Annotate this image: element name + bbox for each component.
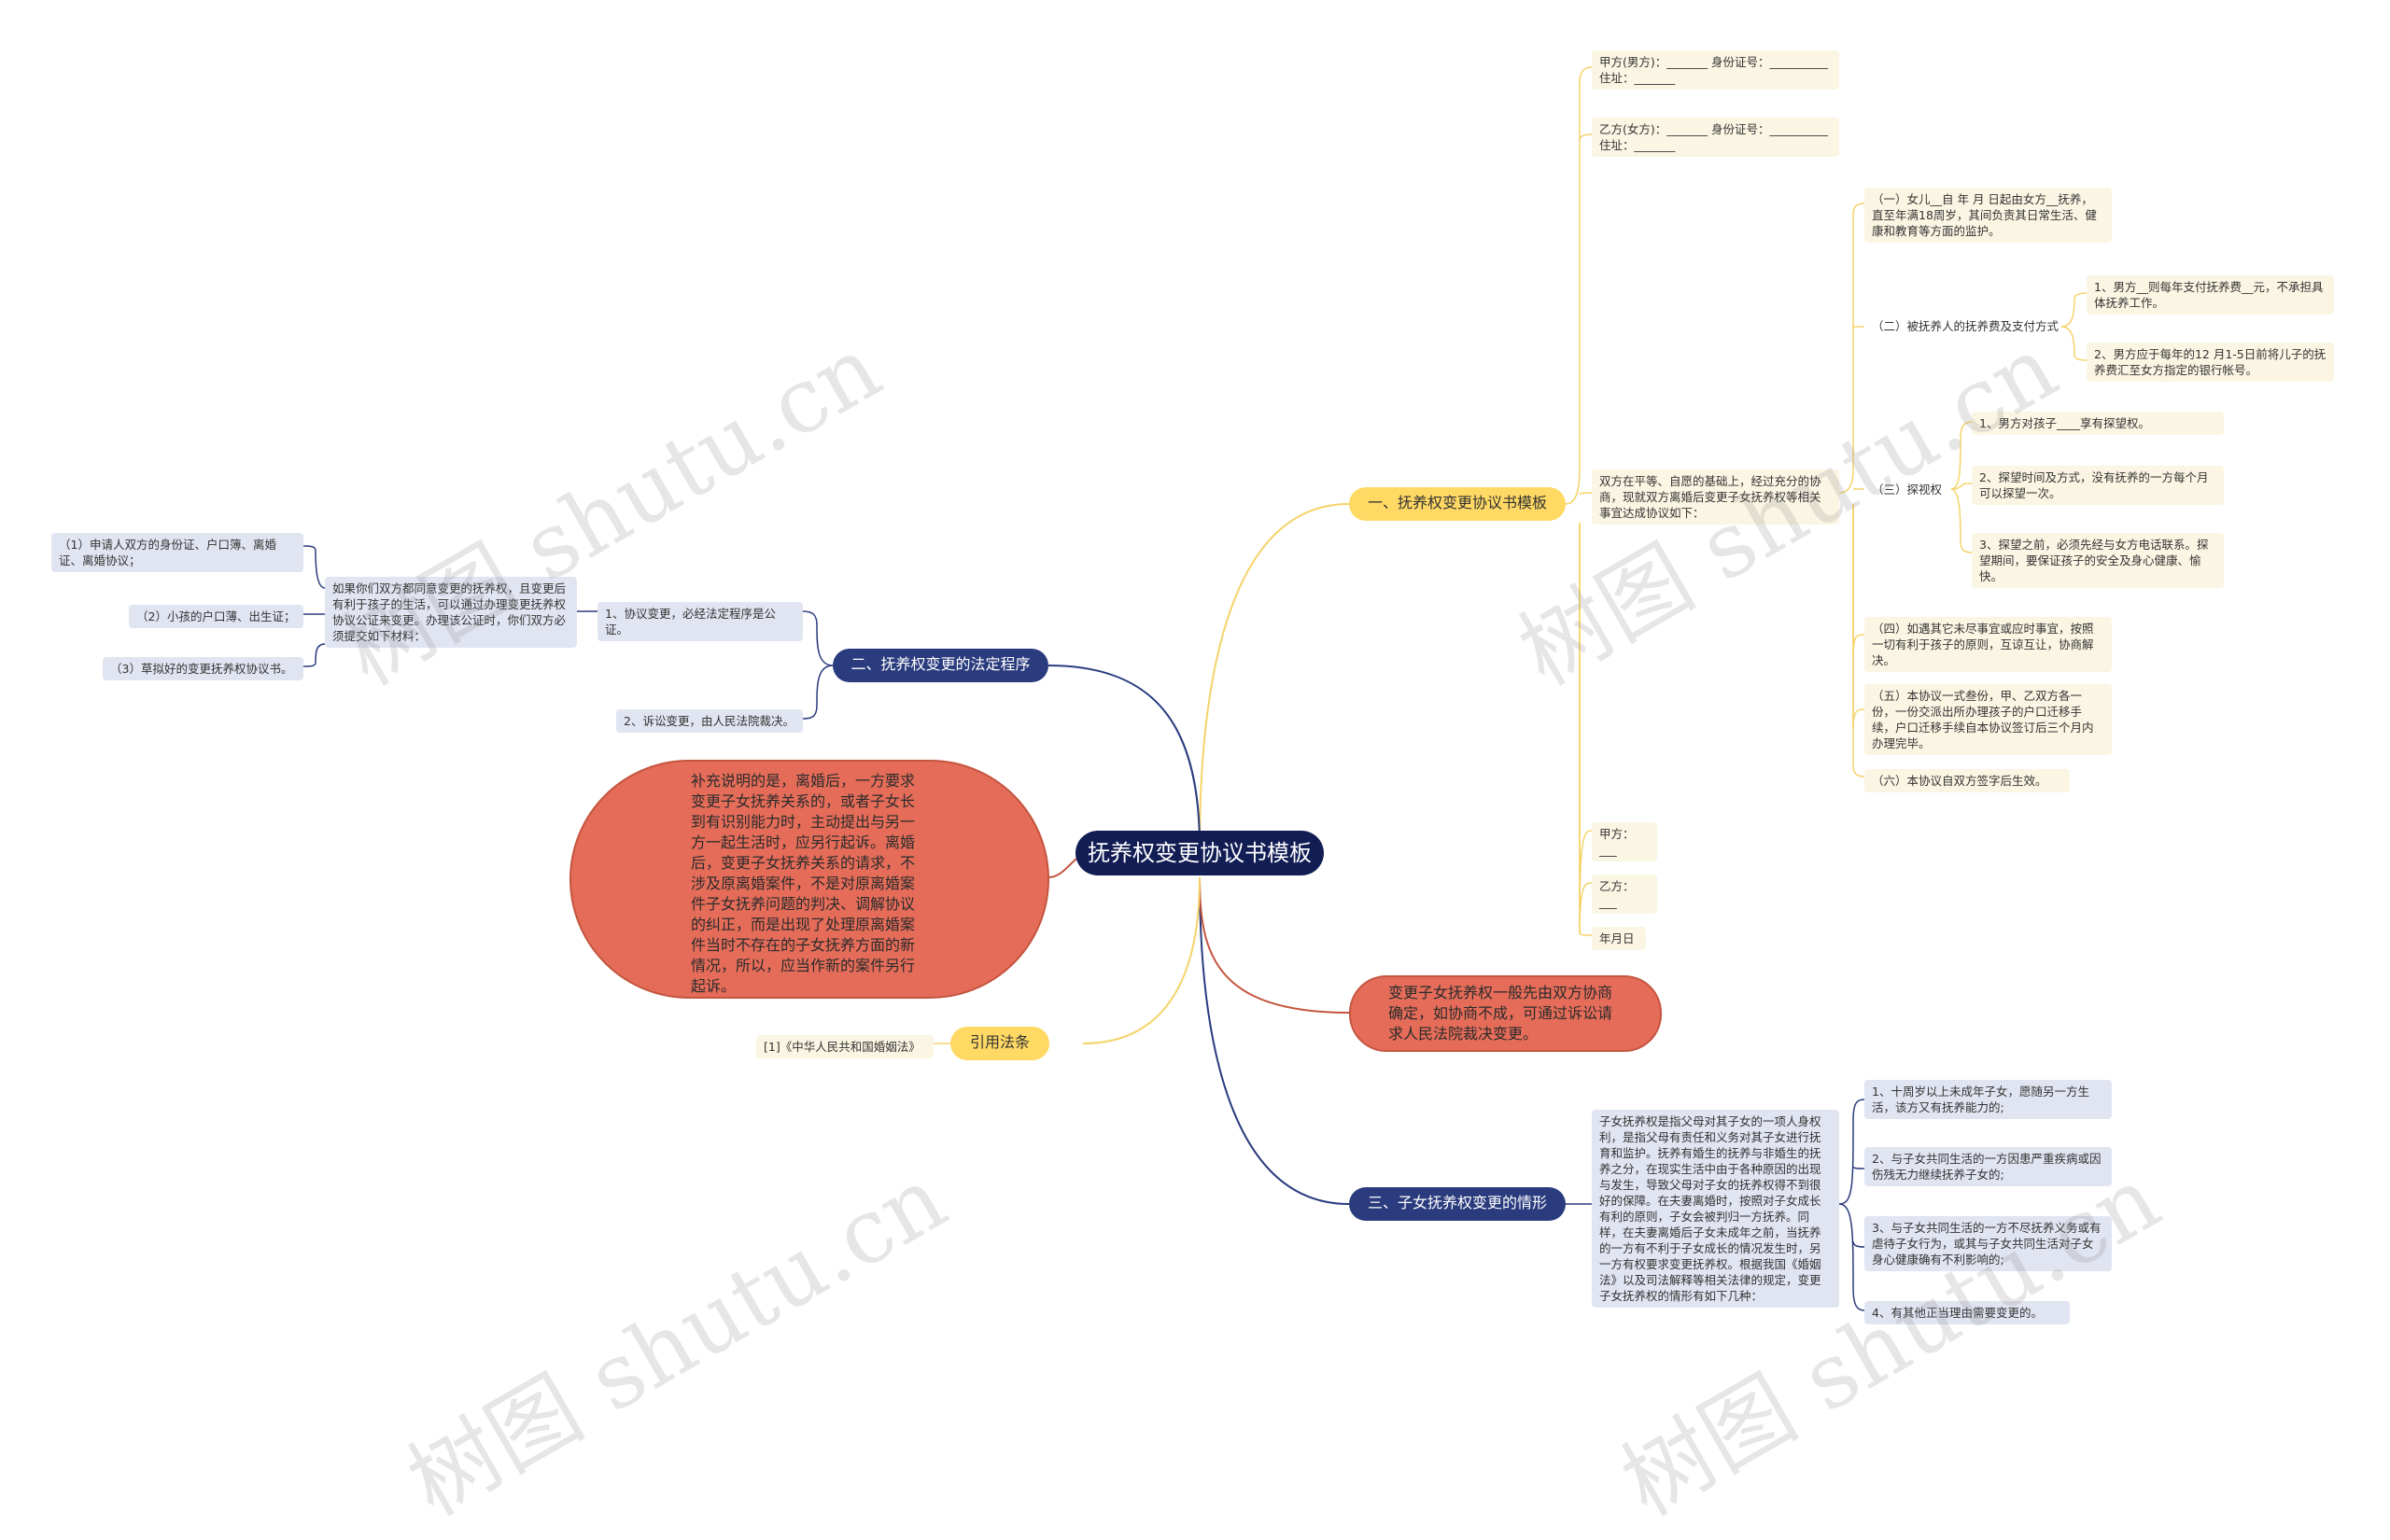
procedure-litigation[interactable]: 2、诉讼变更，由人民法院裁决。	[616, 709, 803, 733]
circumstance-1[interactable]: 1、十周岁以上未成年子女，愿随另一方生活，该方又有抚养能力的;	[1864, 1080, 2112, 1119]
clause-2-sub2[interactable]: 2、男方应于每年的12 月1-5日前将儿子的抚养费汇至女方指定的银行帐号。	[2087, 343, 2334, 382]
circumstance-2[interactable]: 2、与子女共同生活的一方因患严重疾病或因伤残无力继续抚养子女的;	[1864, 1147, 2112, 1186]
material-ids[interactable]: （1）申请人双方的身份证、户口簿、离婚证、离婚协议；	[51, 533, 303, 572]
supplement-note[interactable]: 补充说明的是，离婚后，一方要求变更子女抚养关系的，或者子女长到有识别能力时，主动…	[569, 760, 1049, 999]
central-topic[interactable]: 抚养权变更协议书模板	[1076, 831, 1324, 875]
signature-party-a[interactable]: 甲方：___	[1592, 822, 1657, 861]
circumstance-3[interactable]: 3、与子女共同生活的一方不尽抚养义务或有虐待子女行为，或其与子女共同生活对子女身…	[1864, 1216, 2112, 1271]
notarization-description[interactable]: 如果你们双方都同意变更的抚养权，且变更后有利于孩子的生活，可以通过办理变更抚养权…	[325, 577, 577, 648]
connector-lines	[302, 66, 2088, 1311]
negotiation-text: 变更子女抚养权一般先由双方协商确定，如协商不成，可通过诉讼请求人民法院裁决变更。	[1388, 984, 1613, 1043]
clause-3-visitation[interactable]: （三）探视权	[1872, 483, 1943, 497]
clause-3-sub3[interactable]: 3、探望之前，必须先经与女方电话联系。探望期间，要保证孩子的安全及身心健康、愉快…	[1972, 533, 2224, 588]
clause-2-sub1[interactable]: 1、男方__则每年支付抚养费__元，不承担具体抚养工作。	[2087, 275, 2334, 315]
negotiation-note[interactable]: 变更子女抚养权一般先由双方协商确定，如协商不成，可通过诉讼请求人民法院裁决变更。	[1349, 975, 1662, 1052]
mind-map-canvas: 抚养权变更协议书模板 一、抚养权变更协议书模板 甲方(男方)：_______ 身…	[51, 50, 2334, 1536]
material-child-docs[interactable]: （2）小孩的户口薄、出生证；	[129, 605, 303, 628]
signature-party-b[interactable]: 乙方：___	[1592, 875, 1657, 914]
clause-4-other[interactable]: （四）如遇其它未尽事宜或应时事宜，按照一切有利于孩子的原则，互谅互让，协商解决。	[1864, 617, 2112, 672]
clause-3-sub1[interactable]: 1、男方对孩子____享有探望权。	[1972, 412, 2224, 435]
clause-1-custody[interactable]: （一）女儿__自 年 月 日起由女方__抚养，直至年满18周岁，其间负责其日常生…	[1864, 188, 2112, 243]
clause-5-copies[interactable]: （五）本协议一式叁份，甲、乙双方各一份，一份交派出所办理孩子的户口迁移手续，户口…	[1864, 684, 2112, 755]
procedure-notarization[interactable]: 1、协议变更，必经法定程序是公证。	[598, 602, 803, 641]
agreement-intro[interactable]: 双方在平等、自愿的基础上，经过充分的协商，现就双方离婚后变更子女抚养权等相关事宜…	[1592, 469, 1839, 525]
circumstance-4[interactable]: 4、有其他正当理由需要变更的。	[1864, 1301, 2070, 1324]
signature-date[interactable]: 年月日	[1592, 927, 1646, 950]
clause-2-support[interactable]: （二）被抚养人的抚养费及支付方式	[1872, 319, 2060, 333]
party-b-info[interactable]: 乙方(女方)：_______ 身份证号：__________ 住址：______…	[1592, 118, 1839, 157]
branch-law-citation[interactable]: 引用法条	[950, 1027, 1049, 1060]
party-a-info[interactable]: 甲方(男方)：_______ 身份证号：__________ 住址：______…	[1592, 50, 1839, 90]
circumstances-description[interactable]: 子女抚养权是指父母对其子女的一项人身权利，是指父母有责任和义务对其子女进行抚育和…	[1592, 1110, 1839, 1308]
material-draft-agreement[interactable]: （3）草拟好的变更抚养权协议书。	[103, 657, 303, 680]
branch-agreement-template[interactable]: 一、抚养权变更协议书模板	[1349, 487, 1566, 521]
branch-change-circumstances[interactable]: 三、子女抚养权变更的情形	[1349, 1187, 1566, 1221]
supplement-text: 补充说明的是，离婚后，一方要求变更子女抚养关系的，或者子女长到有识别能力时，主动…	[691, 772, 916, 995]
clause-6-effective[interactable]: （六）本协议自双方签字后生效。	[1864, 769, 2070, 792]
clause-3-sub2[interactable]: 2、探望时间及方式，没有抚养的一方每个月可以探望一次。	[1972, 466, 2224, 505]
law-reference[interactable]: [1]《中华人民共和国婚姻法》	[756, 1035, 934, 1058]
branch-legal-procedure[interactable]: 二、抚养权变更的法定程序	[833, 649, 1048, 682]
